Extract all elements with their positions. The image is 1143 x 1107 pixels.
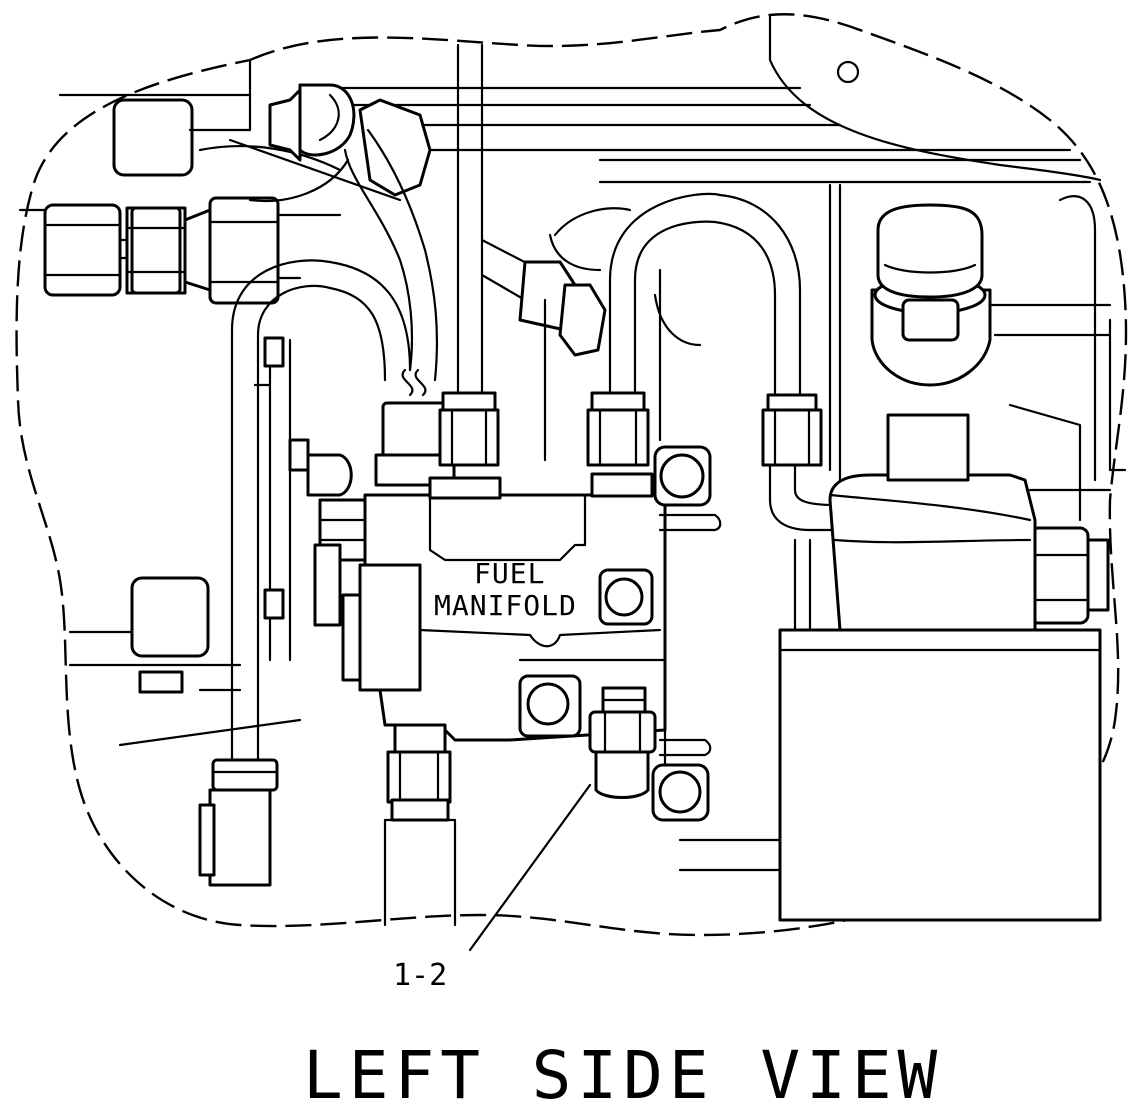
- callout-leader-line: [468, 783, 592, 952]
- engine-block-lines: [248, 13, 1127, 522]
- u-tube: [543, 192, 802, 462]
- diagonal-fitting: [480, 233, 607, 357]
- fuel-manifold: FUEL MANIFOLD: [358, 472, 722, 792]
- view-title: LEFT SIDE VIEW: [303, 1037, 943, 1107]
- manifold-label-line1: FUEL: [474, 557, 545, 590]
- vertical-pipe: [456, 43, 484, 397]
- right-elbow: [768, 463, 837, 532]
- manifold-tube-nuts: [438, 391, 823, 467]
- mounting-bolts: [651, 445, 1110, 822]
- callout-label: 1-2: [393, 958, 447, 993]
- left-side-fittings: [18, 93, 402, 747]
- manifold-label-line2: MANIFOLD: [434, 589, 577, 622]
- lower-hose: [383, 723, 457, 927]
- tube-connector: [198, 758, 279, 887]
- left-tube: [230, 259, 412, 772]
- manifold-side-fittings: [306, 453, 367, 682]
- cap-valve: [870, 203, 992, 482]
- upper-elbow-fittings: [248, 83, 439, 382]
- drain-plug: [588, 686, 657, 799]
- filter-head-housing: [678, 473, 1102, 922]
